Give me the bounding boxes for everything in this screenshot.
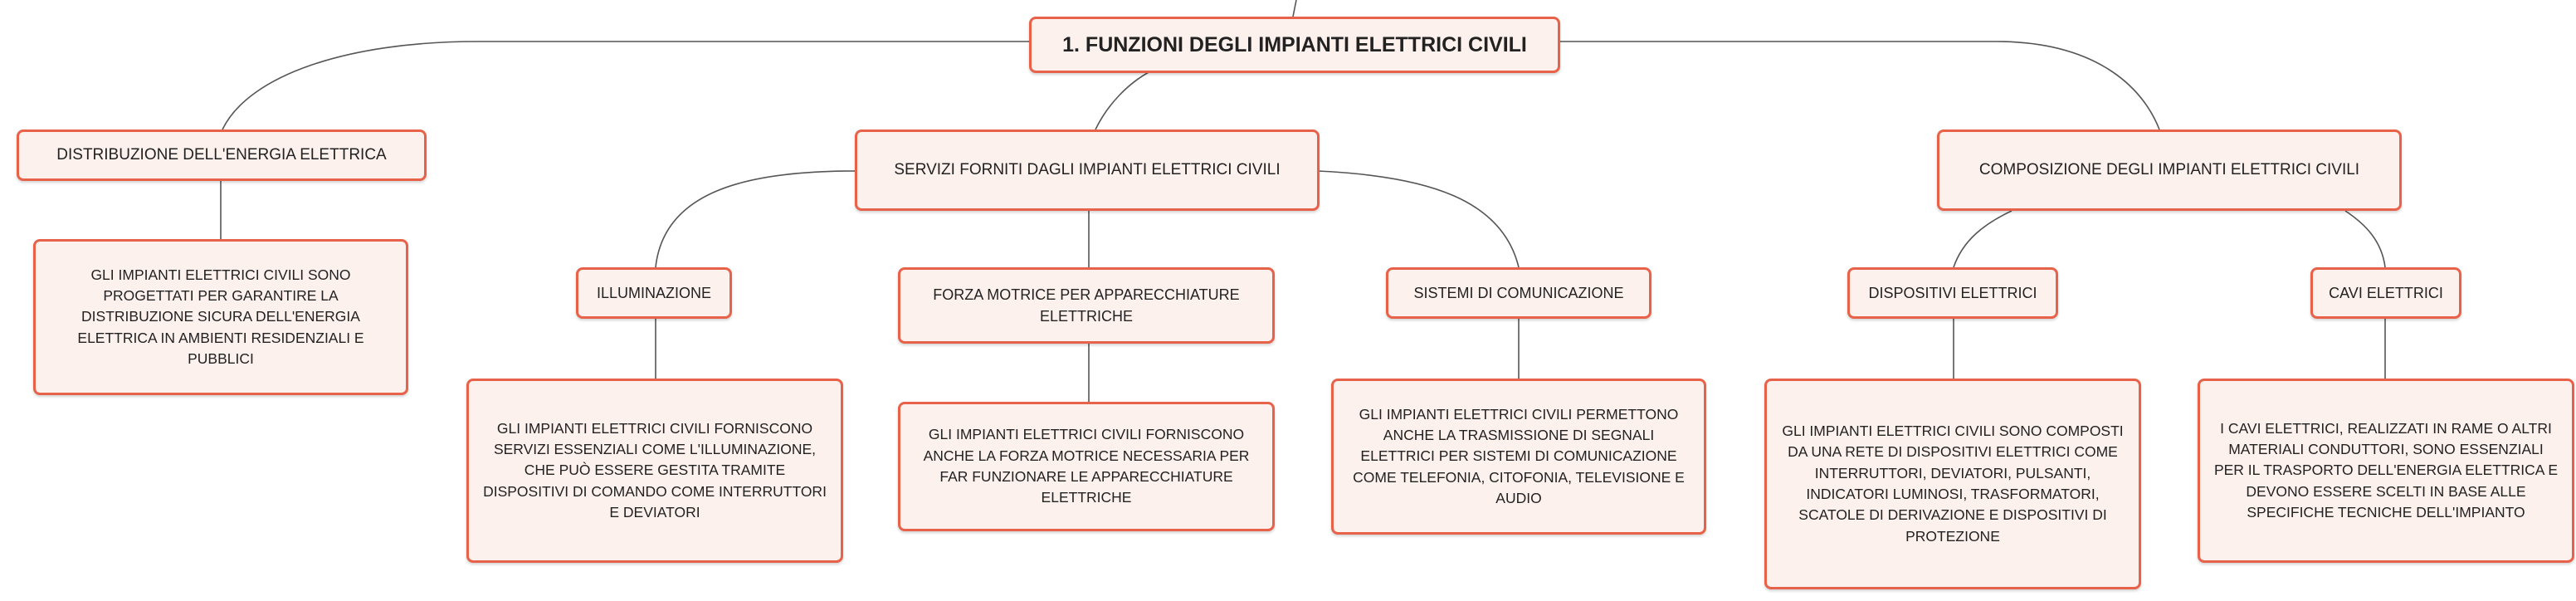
- node-dispositivi-label: DISPOSITIVI ELETTRICI: [1868, 284, 2037, 301]
- detail-cavi[interactable]: I CAVI ELETTRICI, REALIZZATI IN RAME O A…: [2198, 379, 2574, 563]
- node-comunicazione[interactable]: SISTEMI DI COMUNICAZIONE: [1386, 267, 1651, 319]
- detail-forza-motrice[interactable]: GLI IMPIANTI ELETTRICI CIVILI FORNISCONO…: [898, 402, 1275, 531]
- node-distribuzione-label: DISTRIBUZIONE DELL'ENERGIA ELETTRICA: [56, 146, 387, 164]
- connector-composizione-cavi: [2344, 210, 2386, 268]
- node-forza-motrice-label: FORZA MOTRICE PER APPARECCHIATURE ELETTR…: [933, 286, 1240, 325]
- node-forza-motrice[interactable]: FORZA MOTRICE PER APPARECCHIATURE ELETTR…: [898, 267, 1275, 344]
- root-node[interactable]: 1. FUNZIONI DEGLI IMPIANTI ELETTRICI CIV…: [1029, 17, 1560, 73]
- connector-servizi-illuminazione: [655, 170, 856, 268]
- connector-root-servizi: [1095, 71, 1151, 130]
- detail-distribuzione[interactable]: GLI IMPIANTI ELETTRICI CIVILI SONO PROGE…: [33, 239, 408, 395]
- detail-comunicazione-text: GLI IMPIANTI ELETTRICI CIVILI PERMETTONO…: [1353, 405, 1685, 507]
- detail-dispositivi[interactable]: GLI IMPIANTI ELETTRICI CIVILI SONO COMPO…: [1764, 379, 2141, 589]
- node-dispositivi[interactable]: DISPOSITIVI ELETTRICI: [1847, 267, 2058, 319]
- connector-root-composizione: [1557, 41, 2160, 130]
- node-composizione[interactable]: COMPOSIZIONE DEGLI IMPIANTI ELETTRICI CI…: [1937, 129, 2402, 211]
- detail-illuminazione[interactable]: GLI IMPIANTI ELETTRICI CIVILI FORNISCONO…: [466, 379, 843, 563]
- detail-cavi-text: I CAVI ELETTRICI, REALIZZATI IN RAME O A…: [2213, 419, 2559, 521]
- detail-illuminazione-text: GLI IMPIANTI ELETTRICI CIVILI FORNISCONO…: [483, 419, 827, 521]
- node-distribuzione[interactable]: DISTRIBUZIONE DELL'ENERGIA ELETTRICA: [17, 129, 427, 181]
- connector-root-top: [1292, 0, 1297, 17]
- node-cavi[interactable]: CAVI ELETTRICI: [2310, 267, 2461, 319]
- connector-servizi-comunicazione: [1317, 170, 1520, 268]
- detail-forza-motrice-text: GLI IMPIANTI ELETTRICI CIVILI FORNISCONO…: [923, 426, 1250, 506]
- node-illuminazione-label: ILLUMINAZIONE: [596, 284, 712, 301]
- node-composizione-label: COMPOSIZIONE DEGLI IMPIANTI ELETTRICI CI…: [1978, 161, 2360, 179]
- connector-root-distribuzione: [222, 41, 1032, 130]
- node-servizi-label: SERVIZI FORNITI DAGLI IMPIANTI ELETTRICI…: [894, 161, 1281, 179]
- detail-distribuzione-text: GLI IMPIANTI ELETTRICI CIVILI SONO PROGE…: [77, 266, 364, 368]
- detail-comunicazione[interactable]: GLI IMPIANTI ELETTRICI CIVILI PERMETTONO…: [1331, 379, 1706, 535]
- detail-dispositivi-text: GLI IMPIANTI ELETTRICI CIVILI SONO COMPO…: [1782, 422, 2124, 545]
- node-cavi-label: CAVI ELETTRICI: [2329, 284, 2443, 301]
- connector-composizione-dispositivi: [1953, 210, 2013, 268]
- node-illuminazione[interactable]: ILLUMINAZIONE: [576, 267, 732, 319]
- root-title: 1. FUNZIONI DEGLI IMPIANTI ELETTRICI CIV…: [1062, 32, 1527, 56]
- node-servizi[interactable]: SERVIZI FORNITI DAGLI IMPIANTI ELETTRICI…: [855, 129, 1320, 211]
- node-comunicazione-label: SISTEMI DI COMUNICAZIONE: [1413, 284, 1624, 301]
